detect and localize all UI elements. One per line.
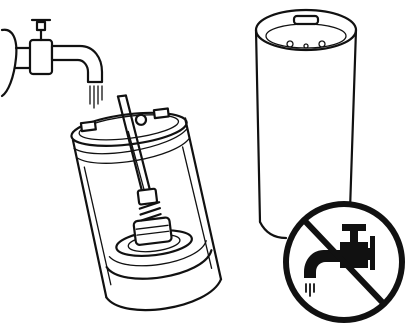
grinder-body: [67, 87, 223, 318]
water-stream-icon: [90, 86, 102, 108]
water-tap-icon: [2, 20, 102, 96]
no-water-sign-icon: [286, 204, 402, 320]
